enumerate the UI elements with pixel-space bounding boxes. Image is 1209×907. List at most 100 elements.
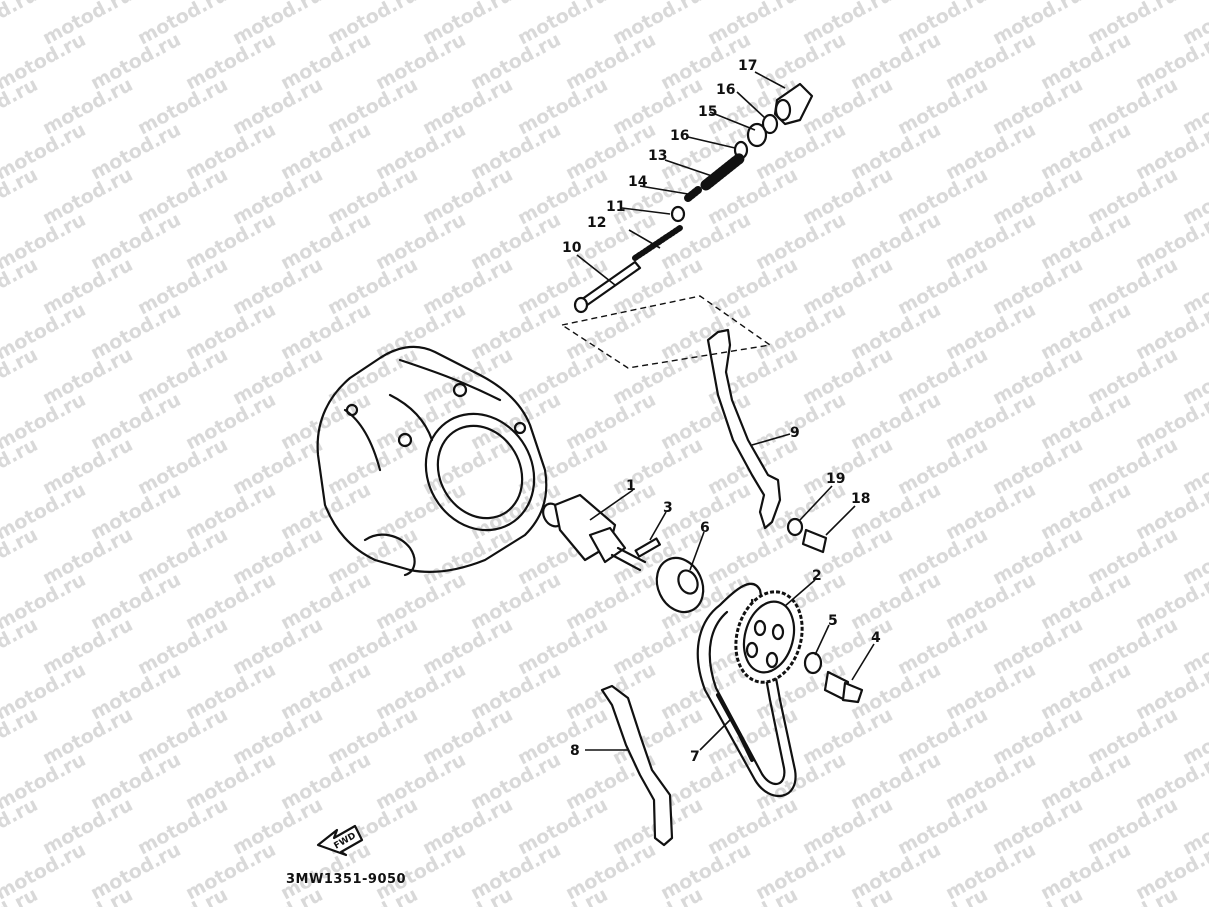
watermark-text: motod.ru bbox=[799, 254, 896, 320]
callout-4: 4 bbox=[871, 630, 881, 646]
callout-16-b: 16 bbox=[670, 128, 689, 144]
callout-15: 15 bbox=[698, 104, 717, 120]
callout-7: 7 bbox=[690, 749, 700, 765]
watermark-text: motod.ru bbox=[324, 164, 421, 230]
watermark-text: motod.ru bbox=[562, 569, 659, 635]
watermark-text: motod.ru bbox=[514, 344, 611, 410]
watermark-text: motod.ru bbox=[277, 749, 374, 815]
fwd-arrow-icon: FWD bbox=[316, 824, 364, 857]
watermark-text: motod.ru bbox=[87, 299, 184, 365]
watermark-text: motod.ru bbox=[847, 299, 944, 365]
watermark-text: motod.ru bbox=[894, 74, 991, 140]
watermark-text: motod.ru bbox=[0, 0, 41, 49]
watermark-text: motod.ru bbox=[657, 209, 754, 275]
washer-small bbox=[786, 517, 804, 537]
watermark-text: motod.ru bbox=[942, 479, 1039, 545]
watermark-text: motod.ru bbox=[39, 74, 136, 140]
watermark-text: motod.ru bbox=[514, 614, 611, 680]
watermark-text: motod.ru bbox=[419, 794, 516, 860]
watermark-text: motod.ru bbox=[87, 659, 184, 725]
watermark-text: motod.ru bbox=[704, 794, 801, 860]
watermark-text: motod.ru bbox=[182, 479, 279, 545]
watermark-text: motod.ru bbox=[799, 164, 896, 230]
watermark-text: motod.ru bbox=[514, 434, 611, 500]
watermark-text: motod.ru bbox=[1037, 299, 1134, 365]
watermark-text: motod.ru bbox=[87, 209, 184, 275]
watermark-text: motod.ru bbox=[1084, 434, 1181, 500]
watermark-text: motod.ru bbox=[1084, 344, 1181, 410]
watermark-text: motod.ru bbox=[419, 74, 516, 140]
watermark-text: motod.ru bbox=[942, 29, 1039, 95]
cam-chain-tensioner bbox=[542, 493, 647, 572]
tensioner-rod-assembly bbox=[573, 82, 814, 314]
cylinder-head bbox=[316, 345, 548, 577]
watermark-text: motod.ru bbox=[799, 794, 896, 860]
watermark-text: motod.ru bbox=[514, 704, 611, 770]
callout-13: 13 bbox=[648, 148, 667, 164]
watermark-text: motod.ru bbox=[847, 569, 944, 635]
watermark-text: motod.ru bbox=[609, 254, 706, 320]
watermark-text: motod.ru bbox=[277, 299, 374, 365]
watermark-text: motod.ru bbox=[989, 434, 1086, 500]
watermark-text: motod.ru bbox=[277, 209, 374, 275]
callout-11: 11 bbox=[606, 199, 625, 215]
callout-16-a: 16 bbox=[716, 82, 735, 98]
watermark-text: motod.ru bbox=[324, 254, 421, 320]
watermark-text: motod.ru bbox=[657, 839, 754, 905]
watermark-text: motod.ru bbox=[324, 704, 421, 770]
watermark-text: motod.ru bbox=[229, 794, 326, 860]
watermark-text: motod.ru bbox=[229, 704, 326, 770]
watermark-text: motod.ru bbox=[752, 119, 849, 185]
watermark-text: motod.ru bbox=[847, 839, 944, 905]
watermark-text: motod.ru bbox=[847, 209, 944, 275]
watermark-text: motod.ru bbox=[87, 569, 184, 635]
watermark-text: motod.ru bbox=[87, 749, 184, 815]
watermark-text: motod.ru bbox=[229, 74, 326, 140]
watermark-text: motod.ru bbox=[847, 29, 944, 95]
watermark-text: motod.ru bbox=[894, 434, 991, 500]
watermark-text: motod.ru bbox=[799, 704, 896, 770]
watermark-text: motod.ru bbox=[894, 344, 991, 410]
watermark-text: motod.ru bbox=[1084, 614, 1181, 680]
watermark-text: motod.ru bbox=[847, 119, 944, 185]
watermark-text: motod.ru bbox=[39, 704, 136, 770]
timing-chain bbox=[696, 582, 797, 798]
watermark-text: motod.ru bbox=[229, 344, 326, 410]
watermark-text: motod.ru bbox=[514, 794, 611, 860]
watermark-text: motod.ru bbox=[514, 74, 611, 140]
callout-14: 14 bbox=[628, 174, 648, 190]
diagram-code: 3MW1351-9050 bbox=[286, 872, 407, 887]
watermark-text: motod.ru bbox=[229, 434, 326, 500]
watermark-text: motod.ru bbox=[1084, 794, 1181, 860]
watermark-text: motod.ru bbox=[989, 794, 1086, 860]
callout-2: 2 bbox=[812, 568, 822, 584]
watermark-text: motod.ru bbox=[894, 704, 991, 770]
callout-17: 17 bbox=[738, 58, 757, 74]
watermark-text: motod.ru bbox=[1084, 254, 1181, 320]
watermark-text: motod.ru bbox=[419, 524, 516, 590]
callout-18: 18 bbox=[851, 491, 870, 507]
watermark-text: motod.ru bbox=[277, 119, 374, 185]
watermark-text: motod.ru bbox=[419, 704, 516, 770]
cam-sprocket bbox=[734, 590, 804, 684]
callout-10: 10 bbox=[562, 240, 582, 256]
callout-3: 3 bbox=[663, 500, 673, 516]
watermark-text: motod.ru bbox=[942, 299, 1039, 365]
watermark-text: motod.ru bbox=[942, 119, 1039, 185]
watermark-text: motod.ru bbox=[752, 749, 849, 815]
watermark-text: motod.ru bbox=[372, 389, 469, 455]
watermark-text: motod.ru bbox=[942, 209, 1039, 275]
watermark-text: motod.ru bbox=[419, 434, 516, 500]
callout-19: 19 bbox=[826, 471, 845, 487]
callout-labels: 1 2 3 4 5 6 7 8 9 10 11 12 13 14 15 16 1… bbox=[562, 58, 881, 765]
watermark-text: motod.ru bbox=[1037, 839, 1134, 905]
watermark-text: motod.ru bbox=[752, 299, 849, 365]
watermark-text: motod.ru bbox=[894, 614, 991, 680]
watermark-text: motod.ru bbox=[182, 749, 279, 815]
watermark-text: motod.ru bbox=[562, 389, 659, 455]
watermark-text: motod.ru bbox=[989, 344, 1086, 410]
callout-9: 9 bbox=[790, 425, 800, 441]
watermark-text: motod.ru bbox=[467, 389, 564, 455]
watermark-text: motod.ru bbox=[372, 119, 469, 185]
